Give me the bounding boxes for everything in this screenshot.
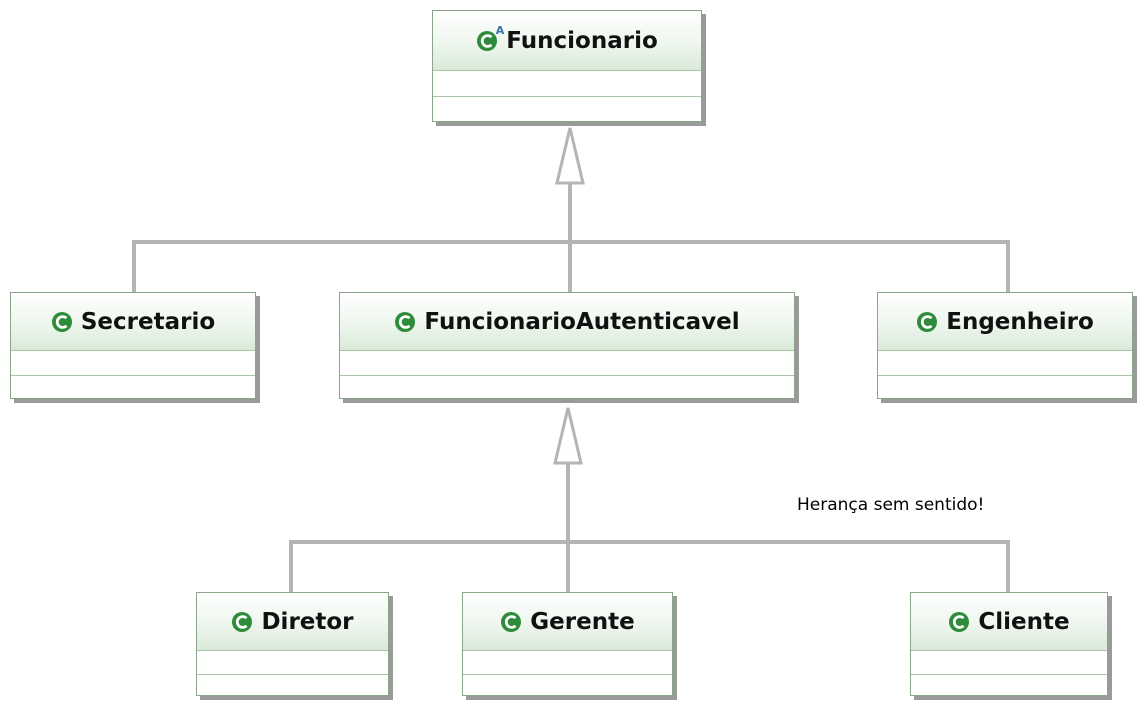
class-header: Secretario xyxy=(11,293,255,351)
attributes-section xyxy=(197,651,388,675)
class-header: A Funcionario xyxy=(433,11,701,71)
operations-section xyxy=(340,376,794,400)
class-box-funcionario-autenticavel[interactable]: FuncionarioAutenticavel xyxy=(339,292,795,399)
class-header: Gerente xyxy=(463,593,672,651)
class-name: Gerente xyxy=(530,608,635,635)
class-name: Secretario xyxy=(80,308,216,335)
class-box-diretor[interactable]: Diretor xyxy=(196,592,389,696)
class-icon xyxy=(500,611,522,633)
class-icon xyxy=(394,311,416,333)
abstract-class-icon: A xyxy=(476,25,504,52)
class-header: Cliente xyxy=(911,593,1107,651)
generalization-arrowhead xyxy=(555,127,585,185)
class-box-funcionario[interactable]: A Funcionario xyxy=(432,10,702,122)
attributes-section xyxy=(11,351,255,376)
class-header: Engenheiro xyxy=(878,293,1132,351)
diagram-note: Herança sem sentido! xyxy=(797,495,985,515)
operations-section xyxy=(197,675,388,697)
operations-section xyxy=(463,675,672,697)
class-name: Cliente xyxy=(978,608,1070,635)
operations-section xyxy=(911,675,1107,697)
class-box-gerente[interactable]: Gerente xyxy=(462,592,673,696)
attributes-section xyxy=(878,351,1132,376)
class-name: Engenheiro xyxy=(946,308,1094,335)
operations-section xyxy=(433,97,701,122)
class-box-secretario[interactable]: Secretario xyxy=(10,292,256,399)
class-box-engenheiro[interactable]: Engenheiro xyxy=(877,292,1133,399)
attributes-section xyxy=(340,351,794,376)
class-icon xyxy=(231,611,253,633)
class-box-cliente[interactable]: Cliente xyxy=(910,592,1108,696)
class-icon xyxy=(51,311,73,333)
attributes-section xyxy=(463,651,672,675)
operations-section xyxy=(11,376,255,400)
attributes-section xyxy=(911,651,1107,675)
class-header: FuncionarioAutenticavel xyxy=(340,293,794,351)
class-name: Funcionario xyxy=(506,27,658,54)
abstract-badge: A xyxy=(495,23,505,37)
class-icon xyxy=(916,311,938,333)
class-header: Diretor xyxy=(197,593,388,651)
class-icon xyxy=(948,611,970,633)
operations-section xyxy=(878,376,1132,400)
class-name: Diretor xyxy=(261,608,354,635)
generalization-arrowhead xyxy=(553,407,583,465)
class-name: FuncionarioAutenticavel xyxy=(424,308,740,335)
attributes-section xyxy=(433,71,701,97)
